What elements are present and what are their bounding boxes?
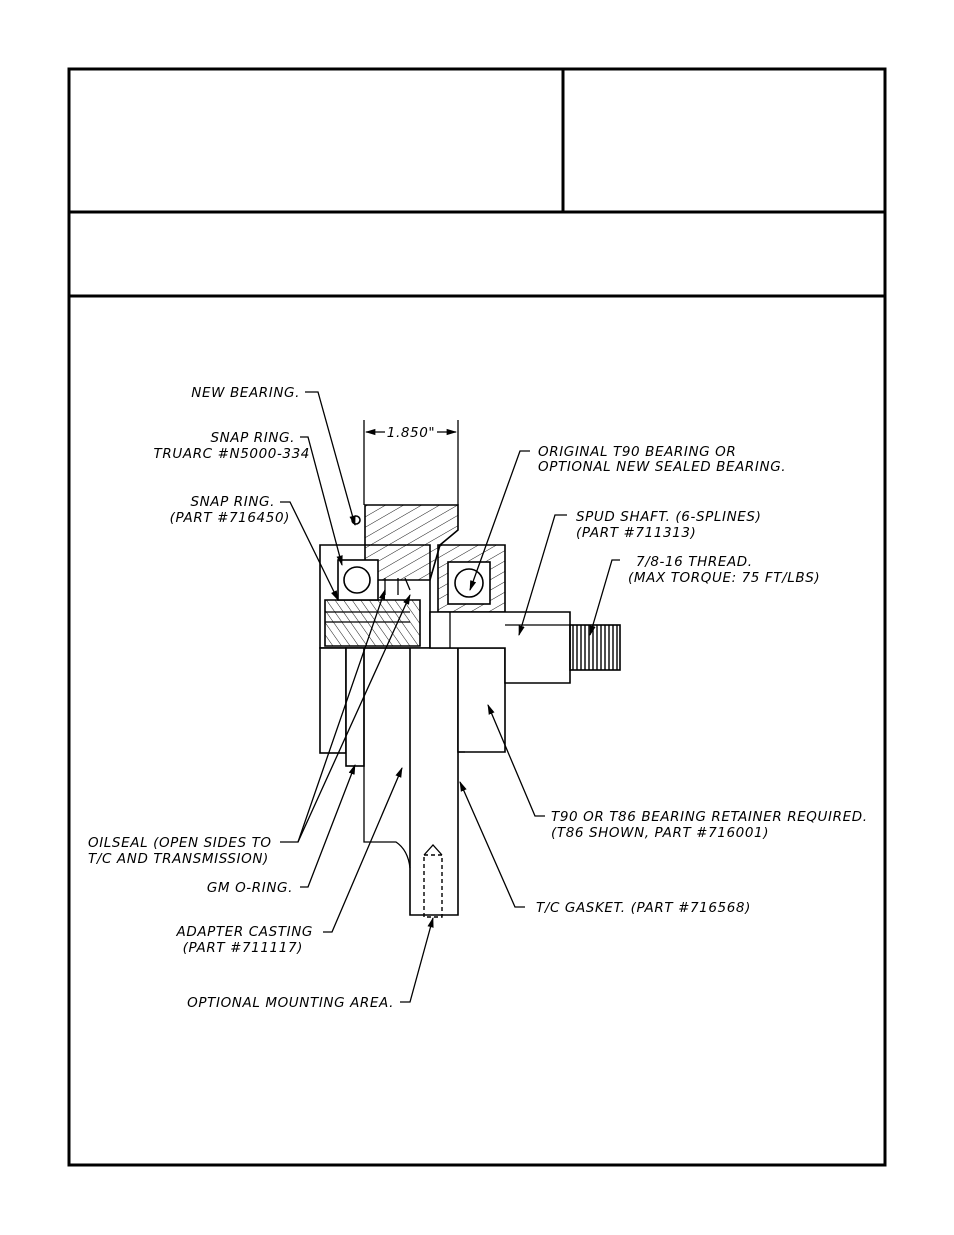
- label-bearing-retainer: T90 OR T86 BEARING RETAINER REQUIRED.: [551, 809, 868, 825]
- label-bearing-retainer-part: (T86 SHOWN, PART #716001): [551, 825, 769, 841]
- label-oilseal: OILSEAL (OPEN SIDES TO: [88, 835, 272, 851]
- label-snap-ring-1: SNAP RING.: [210, 430, 295, 446]
- label-spud-shaft: SPUD SHAFT. (6-SPLINES): [576, 509, 761, 525]
- label-max-torque: (MAX TORQUE: 75 FT/LBS): [628, 570, 820, 586]
- label-new-bearing: NEW BEARING.: [191, 385, 300, 401]
- label-thread: 7/8-16 THREAD.: [636, 554, 753, 570]
- label-optional-mounting: OPTIONAL MOUNTING AREA.: [187, 995, 394, 1011]
- label-spud-shaft-part: (PART #711313): [576, 525, 696, 541]
- label-gm-oring: GM O-RING.: [207, 880, 293, 896]
- label-original-bearing: ORIGINAL T90 BEARING OR: [538, 444, 736, 460]
- label-snap-ring-part: (PART #716450): [170, 510, 290, 526]
- dimension-label: 1.850": [387, 425, 435, 441]
- label-oilseal-2: T/C AND TRANSMISSION): [88, 851, 269, 867]
- label-tc-gasket: T/C GASKET. (PART #716568): [536, 900, 751, 916]
- title-block-frame: [67, 67, 887, 1167]
- label-snap-ring-2: SNAP RING.: [190, 494, 275, 510]
- assembly-section: [319, 504, 621, 918]
- callout-labels: NEW BEARING. SNAP RING. TRUARC #N5000-33…: [88, 385, 868, 1011]
- label-adapter-part: (PART #711117): [183, 940, 303, 956]
- leader-lines: [280, 391, 620, 1003]
- dimension-1850: 1.850": [363, 420, 459, 505]
- label-adapter-casting: ADAPTER CASTING: [176, 924, 313, 940]
- label-optional-bearing: OPTIONAL NEW SEALED BEARING.: [538, 459, 786, 475]
- label-truarc: TRUARC #N5000-334: [154, 446, 310, 462]
